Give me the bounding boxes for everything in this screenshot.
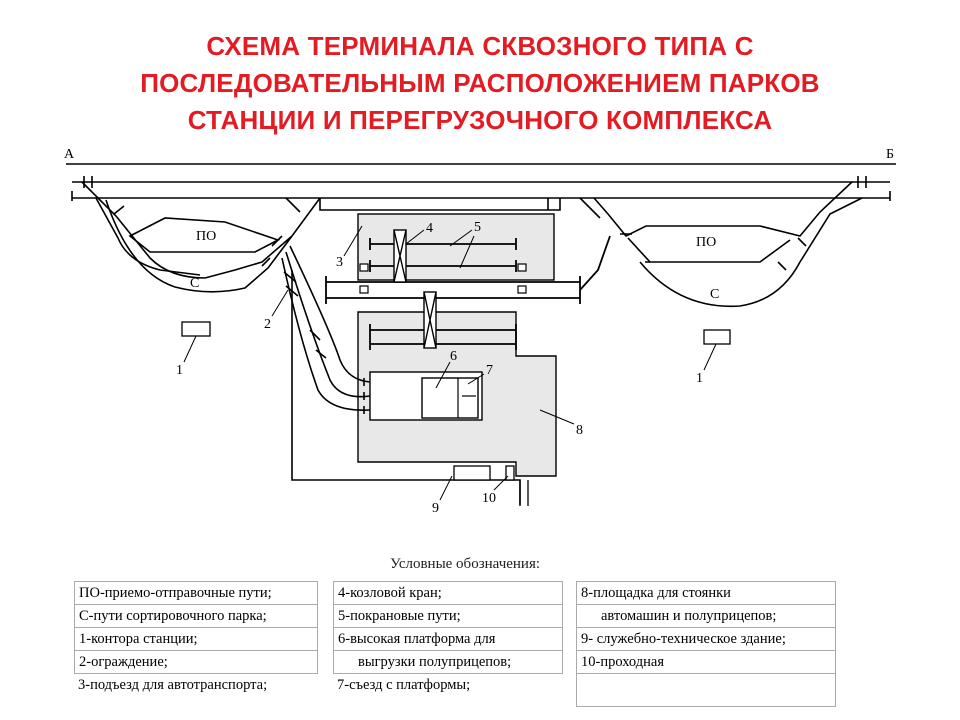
gate-exit — [519, 480, 529, 506]
legend-item-8: 8-площадка для стоянки — [576, 581, 836, 604]
leader-lines — [183, 225, 717, 501]
legend-item-po: ПО-приемо-отправочные пути; — [74, 581, 318, 604]
left-yard-lower-track — [95, 197, 201, 276]
label-po-left: ПО — [196, 229, 216, 244]
platform-track-switches — [309, 329, 327, 359]
legend-item-2: 2-ограждение; — [74, 650, 318, 673]
title-line-3: СТАНЦИИ И ПЕРЕГРУЗОЧНОГО КОМПЛЕКСА — [187, 105, 773, 135]
legend-item-5: 5-покрановые пути; — [333, 604, 563, 627]
legend-item-c: С-пути сортировочного парка; — [74, 604, 318, 627]
platform-track-3 — [281, 257, 371, 411]
left-yard-switches — [113, 205, 283, 267]
leader-9 — [439, 475, 453, 501]
label-b: Б — [886, 147, 894, 162]
label-a: А — [64, 147, 75, 162]
platform-tracks — [281, 245, 371, 414]
crane-tracks — [325, 235, 611, 350]
buffer-stop-upper-left — [359, 263, 369, 272]
legend-column-3: 8-площадка для стоянки автомашин и полуп… — [576, 581, 836, 707]
legend-column-1: ПО-приемо-отправочные пути; С-пути сорти… — [74, 581, 318, 696]
track-markers — [359, 263, 527, 294]
complex-top-connection — [319, 198, 561, 211]
station-office-left — [181, 321, 211, 337]
leader-8 — [539, 409, 575, 425]
leader-4 — [405, 229, 425, 245]
label-10: 10 — [482, 491, 496, 506]
right-yard-po-track — [593, 181, 853, 238]
label-1-left: 1 — [176, 363, 183, 378]
left-yard-po-track — [81, 181, 293, 279]
track-joints — [83, 176, 867, 188]
legend-item-7: 7-съезд с платформы; — [333, 673, 563, 696]
label-9: 9 — [432, 501, 439, 516]
track-end-marks — [71, 191, 891, 201]
label-c-left: С — [190, 276, 199, 291]
gantry-cranes — [393, 229, 437, 349]
buffer-stop-upper-right — [517, 263, 527, 272]
leader-10 — [493, 475, 509, 491]
legend-item-6-cont: выгрузки полуприцепов; — [333, 650, 563, 673]
right-yard-switches — [579, 197, 807, 271]
legend-item-6: 6-высокая платформа для — [333, 627, 563, 650]
platform-track-2 — [285, 251, 371, 398]
leader-1-left — [183, 335, 197, 363]
gantry-crane-upper-cross — [393, 229, 407, 283]
label-5: 5 — [474, 220, 481, 235]
buildings — [181, 321, 731, 506]
label-po-right: ПО — [696, 235, 716, 250]
title-line-2: ПОСЛЕДОВАТЕЛЬНЫМ РАСПОЛОЖЕНИЕМ ПАРКОВ — [140, 68, 820, 98]
buffer-stop-right — [517, 285, 527, 294]
legend-item-3: 3-подъезд для автотранспорта; — [74, 673, 318, 696]
gantry-crane-lower-cross — [423, 291, 437, 349]
right-yard-stubs — [620, 233, 650, 263]
leader-7 — [467, 373, 485, 385]
leader-1-right — [703, 343, 717, 371]
crane-track-ends-upper — [369, 238, 517, 272]
label-2: 2 — [264, 317, 271, 332]
leader-6 — [435, 361, 451, 389]
legend-item-empty — [576, 673, 836, 707]
platform-track-1 — [289, 245, 371, 383]
crane-track-ends-lower — [369, 324, 517, 350]
loading-track-link — [579, 235, 611, 291]
station-office-right — [703, 329, 731, 345]
left-yard-sort-track — [105, 199, 293, 293]
label-6: 6 — [450, 349, 457, 364]
page-title: СХЕМА ТЕРМИНАЛА СКВОЗНОГО ТИПА С ПОСЛЕДО… — [0, 28, 960, 139]
service-building-9 — [453, 465, 491, 481]
legend-caption: Условные обозначения: — [390, 556, 541, 572]
label-c-right: С — [710, 287, 719, 302]
scheme-labels: А Б ПО С ПО С 1 1 2 3 4 5 6 7 8 9 10 — [64, 147, 894, 516]
legend-column-2: 4-козловой кран; 5-покрановые пути; 6-вы… — [333, 581, 563, 696]
leader-2 — [271, 289, 289, 317]
label-8: 8 — [576, 423, 583, 438]
label-7: 7 — [486, 363, 493, 378]
right-yard-sort-track — [639, 197, 863, 308]
complex-areas — [357, 213, 557, 477]
buffer-stop-left — [359, 285, 369, 294]
legend-item-9: 9- служебно-техническое здание; — [576, 627, 836, 650]
leader-5a — [449, 229, 473, 247]
label-3: 3 — [336, 255, 343, 270]
label-4: 4 — [426, 221, 433, 236]
terminal-scheme: А Б ПО С ПО С 1 1 2 3 4 5 6 7 8 9 10 — [64, 147, 896, 516]
label-1-right: 1 — [696, 371, 703, 386]
high-platform-6 — [421, 377, 479, 419]
platform-complex — [369, 371, 483, 421]
leader-3 — [343, 225, 363, 257]
legend-item-10: 10-проходная — [576, 650, 836, 673]
right-yard-middle-track — [627, 237, 791, 263]
legend-item-8-cont: автомашин и полуприцепов; — [576, 604, 836, 627]
checkpoint-10 — [505, 465, 515, 481]
left-yard-throat — [285, 197, 321, 237]
scheme-lines — [66, 163, 896, 505]
legend-item-4: 4-козловой кран; — [333, 581, 563, 604]
leader-5b — [459, 235, 475, 269]
title-line-1: СХЕМА ТЕРМИНАЛА СКВОЗНОГО ТИПА С — [206, 31, 754, 61]
legend-item-1: 1-контора станции; — [74, 627, 318, 650]
